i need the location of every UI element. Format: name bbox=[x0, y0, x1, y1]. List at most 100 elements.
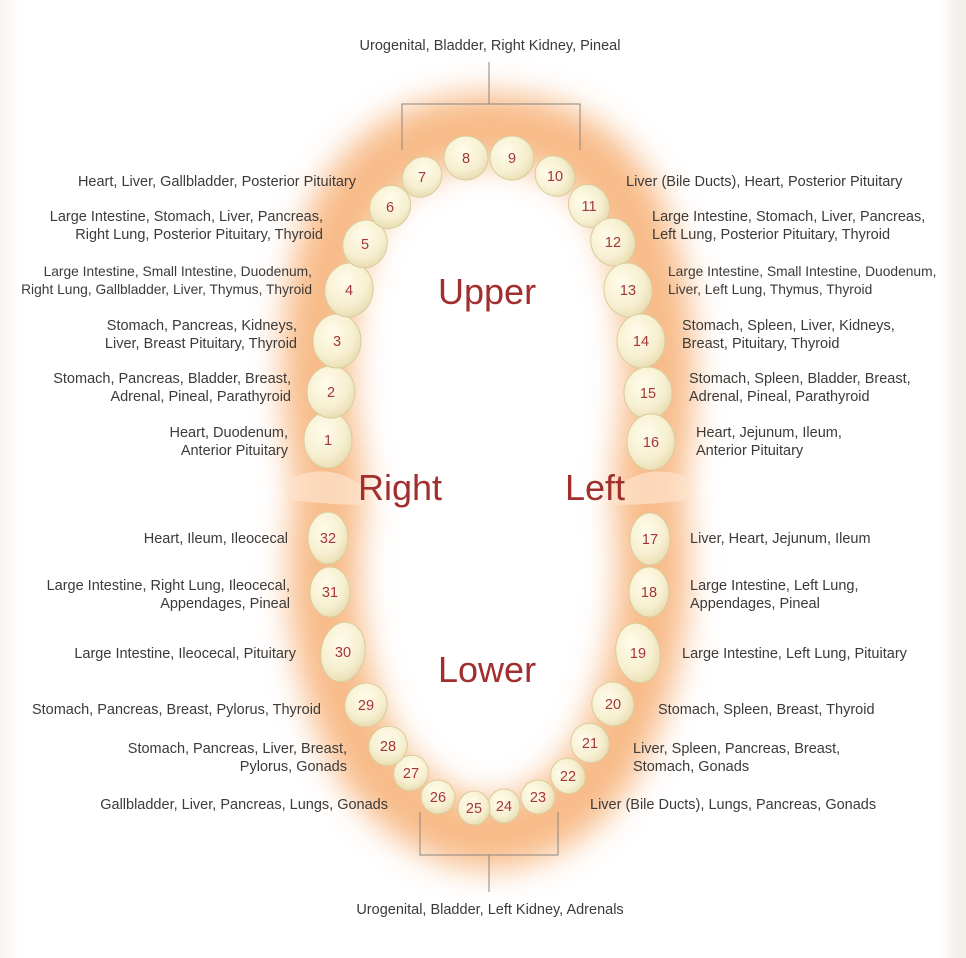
tooth-2: 2 bbox=[306, 365, 356, 419]
tooth-31-shape bbox=[309, 566, 351, 618]
tooth-1-number: 1 bbox=[324, 433, 332, 449]
tooth-22-number: 22 bbox=[560, 769, 576, 785]
tooth-20-shape bbox=[591, 681, 635, 727]
tooth-8: 8 bbox=[443, 135, 489, 181]
tooth-10-organs: Liver (Bile Ducts), Heart, Posterior Pit… bbox=[626, 174, 903, 190]
tooth-13: 13 bbox=[603, 262, 653, 318]
right-heading: Right bbox=[358, 467, 443, 508]
tooth-26-shape bbox=[420, 779, 456, 815]
tooth-30-number: 30 bbox=[335, 645, 351, 661]
tooth-32-number: 32 bbox=[320, 531, 336, 547]
bottom-bracket bbox=[419, 812, 559, 892]
tooth-9: 9 bbox=[489, 135, 535, 181]
tooth-29-organs: Stomach, Pancreas, Breast, Pylorus, Thyr… bbox=[31, 702, 321, 718]
tooth-8-number: 8 bbox=[462, 151, 470, 167]
tooth-5-organs: Large Intestine, Stomach, Liver, Pancrea… bbox=[49, 209, 323, 243]
tooth-21-number: 21 bbox=[582, 736, 598, 752]
tooth-8-shape bbox=[443, 135, 489, 181]
tooth-17: 17 bbox=[629, 512, 671, 566]
tooth-17-organs: Liver, Heart, Jejunum, Ileum bbox=[690, 531, 871, 547]
tooth-1: 1 bbox=[303, 411, 353, 469]
tooth-14-organs: Stomach, Spleen, Liver, Kidneys, Breast,… bbox=[682, 318, 895, 352]
tooth-12-number: 12 bbox=[605, 235, 621, 251]
tooth-19-number: 19 bbox=[630, 646, 646, 662]
tooth-26: 26 bbox=[420, 779, 456, 815]
tooth-18: 18 bbox=[628, 566, 670, 618]
tooth-6-shape bbox=[368, 184, 412, 230]
tooth-14: 14 bbox=[616, 313, 666, 369]
tooth-28-shape bbox=[368, 725, 408, 767]
lower-heading: Lower bbox=[438, 649, 537, 690]
tooth-28-number: 28 bbox=[380, 739, 396, 755]
tooth-29: 29 bbox=[344, 682, 388, 728]
tooth-7: 7 bbox=[401, 156, 443, 198]
tooth-18-shape bbox=[628, 566, 670, 618]
tooth-7-number: 7 bbox=[418, 170, 426, 186]
tooth-19-shape bbox=[615, 622, 661, 684]
tooth-31-number: 31 bbox=[322, 585, 338, 601]
tooth-16: 16 bbox=[626, 413, 676, 471]
tooth-22: 22 bbox=[550, 757, 586, 795]
tooth-19: 19 bbox=[615, 622, 661, 684]
tooth-4: 4 bbox=[324, 262, 374, 318]
tooth-29-number: 29 bbox=[358, 698, 374, 714]
gum-band bbox=[290, 471, 690, 505]
tooth-10: 10 bbox=[534, 155, 576, 197]
tooth-17-shape bbox=[629, 512, 671, 566]
tooth-13-organs: Large Intestine, Small Intestine, Duoden… bbox=[668, 264, 937, 297]
tooth-27-number: 27 bbox=[403, 766, 419, 782]
tooth-32-shape bbox=[307, 511, 349, 565]
tooth-26-organs: Gallbladder, Liver, Pancreas, Lungs, Gon… bbox=[100, 797, 388, 813]
tooth-18-organs: Large Intestine, Left Lung, Appendages, … bbox=[690, 578, 859, 612]
tooth-14-number: 14 bbox=[633, 334, 649, 350]
tooth-9-number: 9 bbox=[508, 151, 516, 167]
tooth-17-number: 17 bbox=[642, 532, 658, 548]
tooth-12-organs: Large Intestine, Stomach, Liver, Pancrea… bbox=[652, 209, 926, 243]
tooth-5-number: 5 bbox=[361, 237, 369, 253]
tooth-18-number: 18 bbox=[641, 585, 657, 601]
tooth-16-shape bbox=[626, 413, 676, 471]
tooth-20-number: 20 bbox=[605, 697, 621, 713]
tooth-32: 32 bbox=[307, 511, 349, 565]
tooth-31: 31 bbox=[309, 566, 351, 618]
tooth-9-shape bbox=[489, 135, 535, 181]
tooth-30: 30 bbox=[320, 621, 366, 683]
tooth-26-number: 26 bbox=[430, 790, 446, 806]
left-heading: Left bbox=[565, 467, 626, 508]
tooth-3-number: 3 bbox=[333, 334, 341, 350]
tooth-23-shape bbox=[520, 779, 556, 815]
tooth-32-organs: Heart, Ileum, Ileocecal bbox=[143, 531, 288, 547]
top-label: Urogenital, Bladder, Right Kidney, Pinea… bbox=[359, 38, 621, 54]
tooth-16-organs: Heart, Jejunum, Ileum, Anterior Pituitar… bbox=[696, 425, 842, 459]
tooth-6: 6 bbox=[368, 184, 412, 230]
tooth-22-shape bbox=[550, 757, 586, 795]
tooth-19-organs: Large Intestine, Left Lung, Pituitary bbox=[682, 646, 907, 662]
tooth-28-organs: Stomach, Pancreas, Liver, Breast, Pyloru… bbox=[127, 741, 347, 775]
tooth-15-organs: Stomach, Spleen, Bladder, Breast, Adrena… bbox=[689, 371, 911, 405]
tooth-23: 23 bbox=[520, 779, 556, 815]
tooth-30-shape bbox=[320, 621, 366, 683]
tooth-20-organs: Stomach, Spleen, Breast, Thyroid bbox=[658, 702, 875, 718]
tooth-11-number: 11 bbox=[581, 199, 596, 215]
tooth-15-number: 15 bbox=[640, 386, 656, 402]
tooth-7-organs: Heart, Liver, Gallbladder, Posterior Pit… bbox=[77, 174, 356, 190]
bottom-label: Urogenital, Bladder, Left Kidney, Adrena… bbox=[356, 902, 624, 918]
tooth-3-organs: Stomach, Pancreas, Kidneys, Liver, Breas… bbox=[104, 318, 297, 352]
tooth-3: 3 bbox=[312, 313, 362, 369]
tooth-31-organs: Large Intestine, Right Lung, Ileocecal, … bbox=[46, 578, 290, 612]
tooth-16-number: 16 bbox=[643, 435, 659, 451]
tooth-30-organs: Large Intestine, Ileocecal, Pituitary bbox=[74, 646, 296, 662]
tooth-15: 15 bbox=[623, 366, 673, 420]
tooth-21-shape bbox=[570, 722, 610, 764]
tooth-25: 25 bbox=[457, 790, 491, 826]
tooth-6-number: 6 bbox=[386, 200, 394, 216]
tooth-25-shape bbox=[457, 790, 491, 826]
top-bracket bbox=[401, 62, 581, 150]
tooth-7-shape bbox=[401, 156, 443, 198]
tooth-29-shape bbox=[344, 682, 388, 728]
tooth-23-number: 23 bbox=[530, 790, 546, 806]
tooth-4-organs: Large Intestine, Small Intestine, Duoden… bbox=[21, 264, 312, 297]
tooth-24: 24 bbox=[487, 788, 521, 824]
